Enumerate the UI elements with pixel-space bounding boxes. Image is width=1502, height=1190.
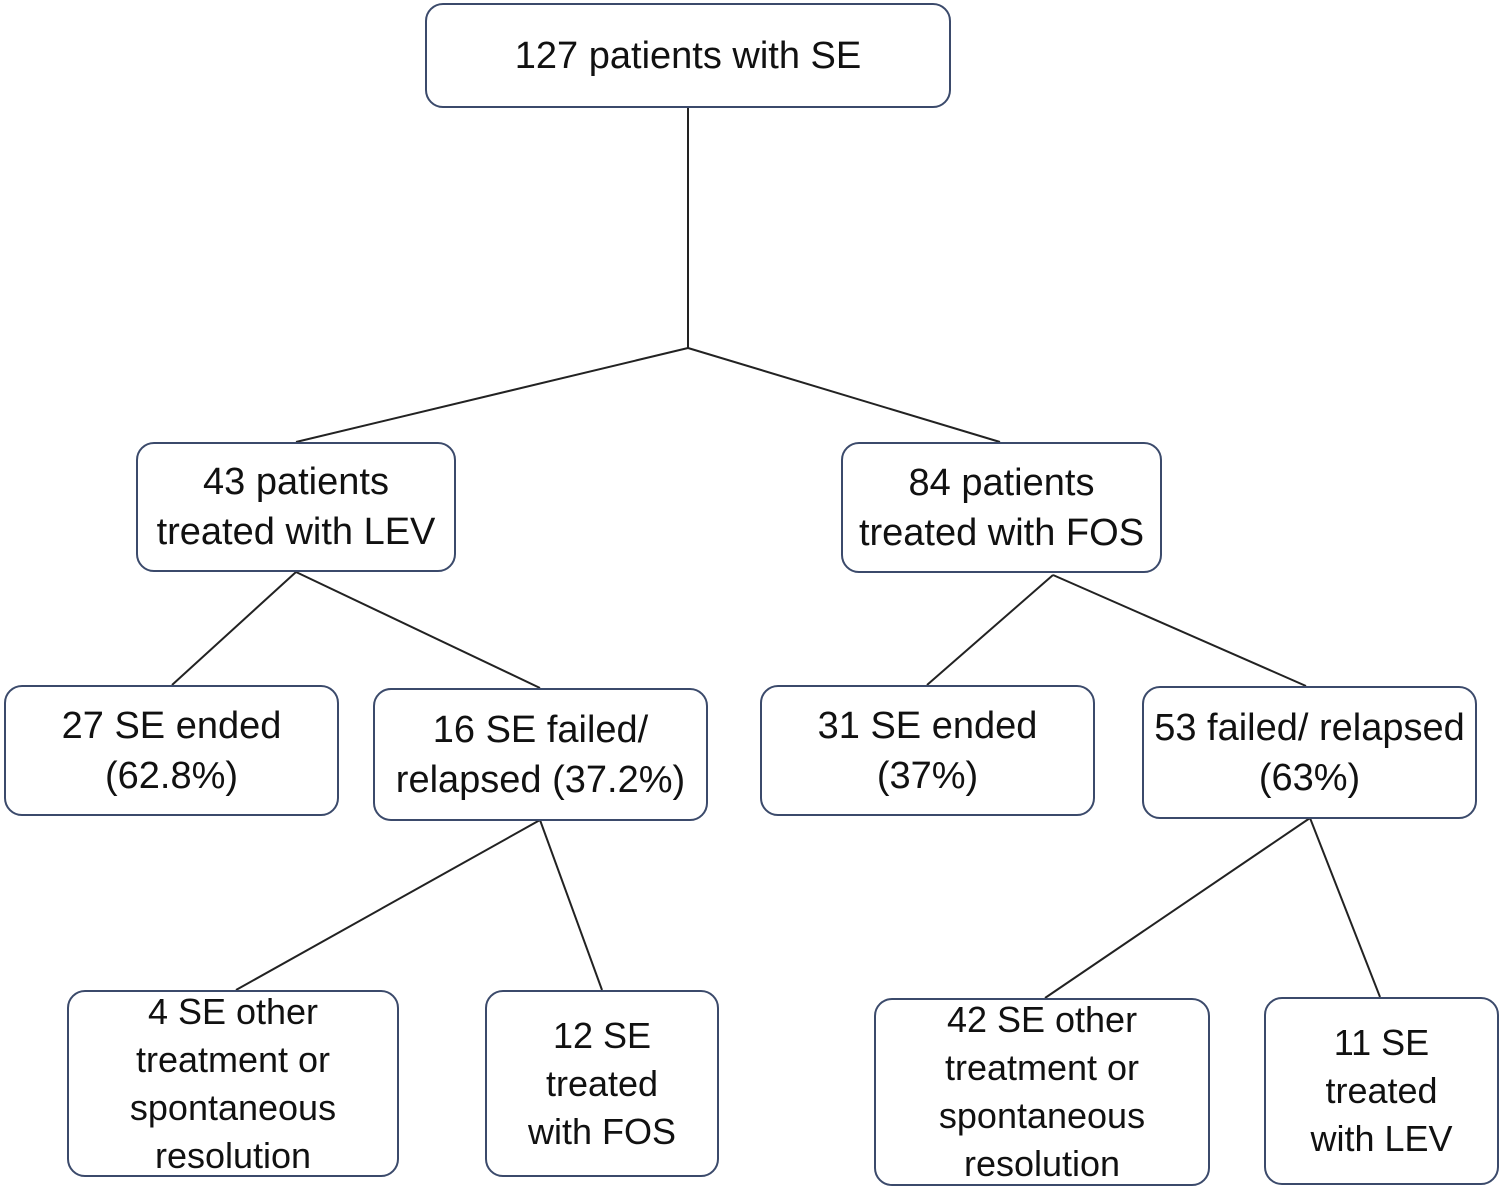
node-fos-failed-label: 53 failed/ relapsed (63%)	[1154, 706, 1465, 799]
node-lev-group: 43 patients treated with LEV	[136, 442, 456, 572]
connector-levfailed-to-other	[235, 819, 541, 991]
node-fos-to-lev: 11 SE treated with LEV	[1264, 997, 1499, 1185]
connector-fosfailed-to-lev	[1309, 817, 1381, 998]
node-lev-to-fos-label: 12 SE treated with FOS	[527, 1014, 677, 1152]
node-lev-other-label: 4 SE other treatment or spontaneous reso…	[129, 990, 337, 1176]
node-fos-other-label: 42 SE other treatment or spontaneous res…	[938, 999, 1146, 1184]
node-fos-ended-label: 31 SE ended (37%)	[817, 704, 1038, 797]
node-lev-ended: 27 SE ended (62.8%)	[4, 685, 339, 816]
connector-lev-to-ended	[171, 571, 297, 686]
node-lev-other: 4 SE other treatment or spontaneous reso…	[67, 990, 399, 1177]
node-lev-to-fos: 12 SE treated with FOS	[485, 990, 719, 1177]
node-fos-failed: 53 failed/ relapsed (63%)	[1142, 686, 1477, 819]
connector-fos-to-failed	[1052, 574, 1307, 687]
connector-fos-to-ended	[926, 574, 1054, 686]
node-fos-group: 84 patients treated with FOS	[841, 442, 1162, 573]
connector-lev-to-failed	[295, 571, 541, 689]
node-lev-failed-label: 16 SE failed/ relapsed (37.2%)	[395, 708, 686, 801]
node-fos-to-lev-label: 11 SE treated with LEV	[1310, 1022, 1453, 1159]
node-fos-other: 42 SE other treatment or spontaneous res…	[874, 998, 1210, 1186]
node-lev-ended-label: 27 SE ended (62.8%)	[61, 704, 282, 797]
connector-root-to-lev	[295, 347, 689, 443]
connector-levfailed-to-fos	[539, 819, 603, 991]
node-root: 127 patients with SE	[425, 3, 951, 108]
node-lev-failed: 16 SE failed/ relapsed (37.2%)	[373, 688, 708, 821]
node-root-label: 127 patients with SE	[514, 34, 862, 77]
node-fos-group-label: 84 patients treated with FOS	[858, 461, 1145, 554]
node-fos-ended: 31 SE ended (37%)	[760, 685, 1095, 816]
connector-fosfailed-to-other	[1044, 817, 1311, 999]
connector-root-to-fos	[687, 347, 1001, 443]
node-lev-group-label: 43 patients treated with LEV	[156, 461, 436, 553]
